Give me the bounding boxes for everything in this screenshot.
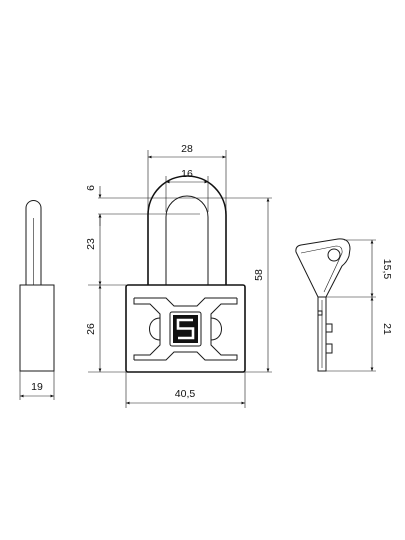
key-cut-2: [325, 343, 333, 354]
shackle-inner: [165, 195, 209, 285]
dim-label-shackle-thickness: 6: [85, 185, 97, 191]
key-blade: [317, 296, 327, 372]
key-hole: [327, 248, 341, 262]
dim-label-body-height: 26: [85, 323, 97, 335]
dim-label-depth: 19: [31, 381, 43, 393]
body-ornament: [133, 297, 238, 361]
dim-label-clearance: 23: [85, 238, 97, 250]
brand-logo: S: [0, 0, 198, 343]
dim-label-shackle-inner: 16: [181, 168, 193, 180]
lock-body: [125, 284, 246, 373]
side-view: 19: [19, 200, 55, 400]
brand-logo-letter: S: [0, 0, 1, 1]
dim-label-total-height: 58: [253, 269, 265, 281]
key-view: 15,5 21: [295, 238, 393, 372]
dim-label-shackle-outer: 28: [181, 143, 193, 155]
front-view: S 28 16 6 23 26 58 40,5: [0, 0, 272, 408]
key-cut-1: [325, 323, 333, 333]
dim-label-body-width: 40,5: [175, 388, 196, 400]
shackle-outer: [147, 175, 227, 285]
key-bow: [295, 238, 351, 298]
dim-label-key-head: 15,5: [381, 259, 393, 280]
dim-label-key-blade: 21: [381, 323, 393, 335]
side-shackle: [25, 200, 42, 285]
side-body: [19, 284, 55, 372]
